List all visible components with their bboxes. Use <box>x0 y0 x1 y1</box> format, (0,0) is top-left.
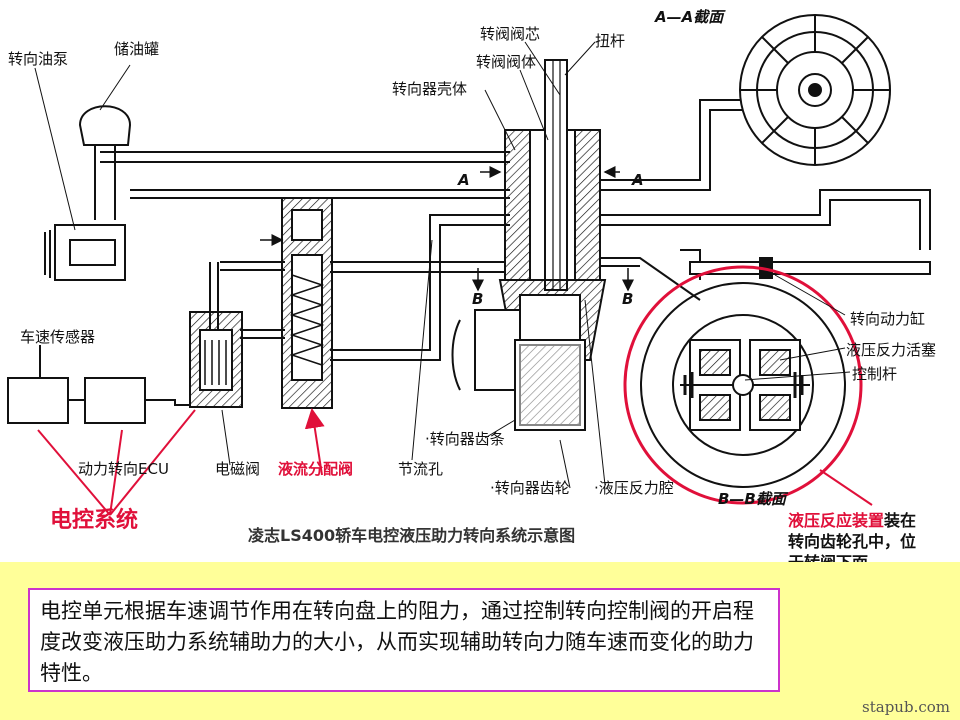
red-annotation-lines <box>37 408 325 516</box>
figure-title: 凌志LS400轿车电控液压助力转向系统示意图 <box>248 526 576 545</box>
steering-gear-housing <box>451 59 607 431</box>
solenoid-valve-body <box>189 311 243 408</box>
label-section-aa: A—A截面 <box>655 8 724 26</box>
label-control-rod: 控制杆 <box>852 365 898 383</box>
reaction-device-highlight <box>623 265 863 505</box>
label-power-cylinder: 转向动力缸 <box>850 310 926 328</box>
control-boxes <box>7 377 146 424</box>
label-flow-divider: 液流分配阀 <box>278 460 354 478</box>
label-reaction-piston: 液压反力活塞 <box>846 341 937 359</box>
label-electronic-control: 电控系统 <box>50 508 139 533</box>
pump-reservoir <box>44 105 132 281</box>
note-line1-rest: 装在 <box>884 511 917 530</box>
section-aa-disk <box>739 14 891 166</box>
note-line2: 转向齿轮孔中，位 <box>788 532 917 551</box>
leader-lines <box>34 41 851 489</box>
label-ecu: 动力转向ECU <box>78 460 169 478</box>
label-arrow-a-left: A <box>458 171 470 189</box>
caption-box: 电控单元根据车速调节作用在转向盘上的阻力，通过控制转向控制阀的开启程度改变液压助… <box>28 588 780 692</box>
caption-text: 电控单元根据车速调节作用在转向盘上的阻力，通过控制转向控制阀的开启程度改变液压助… <box>40 599 754 685</box>
label-section-bb: B—B截面 <box>718 490 786 508</box>
label-valve-spool: 转阀阀芯 <box>480 25 541 43</box>
label-reaction-chamber: ·液压反力腔 <box>594 479 674 497</box>
label-steering-pump: 转向油泵 <box>8 50 69 68</box>
label-speed-sensor: 车速传感器 <box>20 328 96 346</box>
flow-divider-valve <box>281 197 333 409</box>
highlight-pointer <box>819 469 873 506</box>
label-torsion-bar: 扭杆 <box>595 32 626 50</box>
label-arrow-b-right: B <box>622 290 634 308</box>
label-reservoir: 储油罐 <box>114 40 160 58</box>
label-solenoid-valve: 电磁阀 <box>215 460 261 478</box>
label-arrow-b-left: B <box>472 290 484 308</box>
label-arrow-a-right: A <box>632 171 644 189</box>
note-highlight: 液压反应装置 <box>788 511 885 530</box>
label-pinion: ·转向器齿轮 <box>490 479 570 497</box>
section-bb-unit <box>640 282 846 488</box>
steering-system-diagram <box>7 14 931 516</box>
watermark: stapub.com <box>862 698 950 716</box>
label-valve-body: 转阀阀体 <box>476 53 537 71</box>
label-orifice: 节流孔 <box>398 460 444 478</box>
label-rack: ·转向器齿条 <box>425 430 505 448</box>
label-steering-housing: 转向器壳体 <box>392 80 468 98</box>
